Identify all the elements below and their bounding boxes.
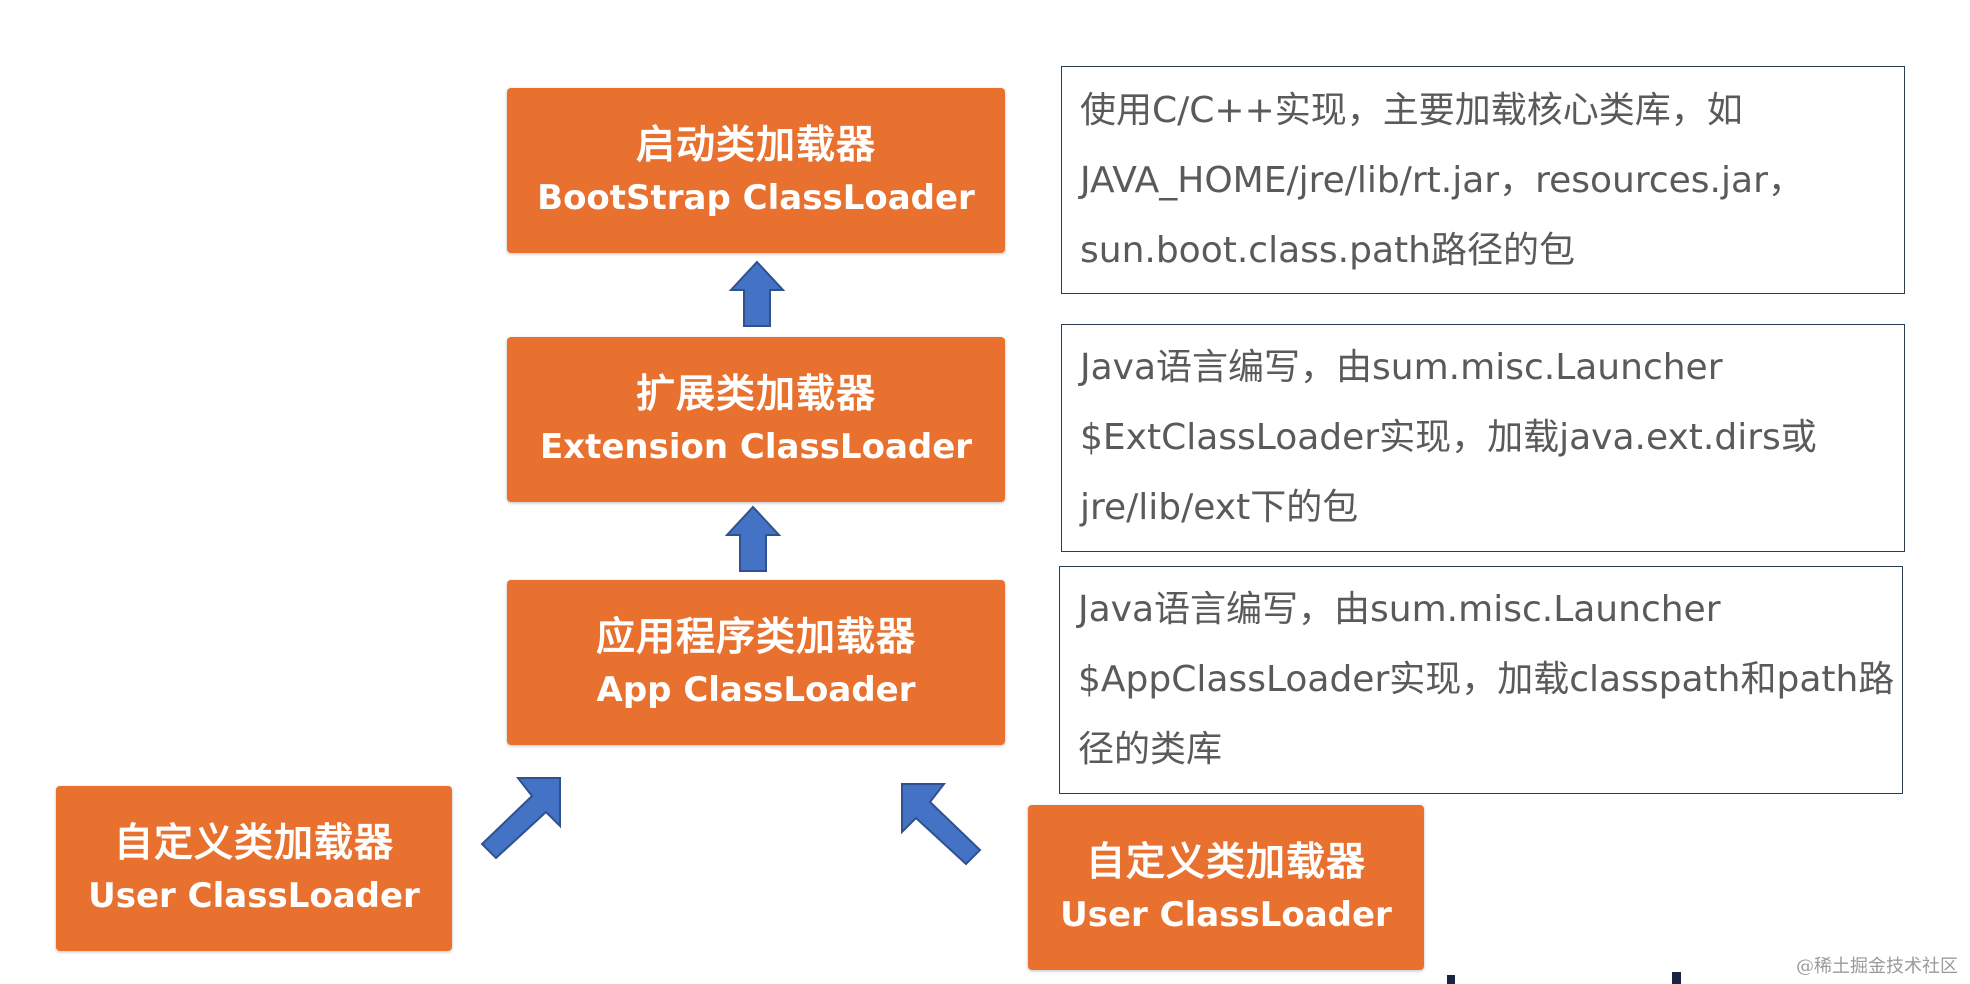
extension-en-label: Extension ClassLoader: [539, 427, 973, 468]
bootstrap-en-label: BootStrap ClassLoader: [537, 178, 975, 219]
arrow-diagonal-user-left-to-app-icon: [480, 777, 561, 860]
app-description: Java语言编写，由sum.misc.Launcher $AppClassLoa…: [1059, 566, 1903, 794]
bootstrap-classloader-box: 启动类加载器 BootStrap ClassLoader: [507, 88, 1005, 253]
app-classloader-box: 应用程序类加载器 App ClassLoader: [507, 580, 1005, 745]
extension-zh-label: 扩展类加载器: [635, 371, 876, 417]
user-classloader-right-box: 自定义类加载器 User ClassLoader: [1028, 805, 1424, 970]
app-zh-label: 应用程序类加载器: [595, 614, 916, 660]
app-desc-line: Java语言编写，由sum.misc.Launcher: [1078, 589, 1721, 630]
arrow-diagonal-user-right-to-app-icon: [901, 783, 982, 866]
app-desc-line: $AppClassLoader实现，加载classpath和path路: [1078, 659, 1895, 700]
extension-classloader-box: 扩展类加载器 Extension ClassLoader: [507, 337, 1005, 502]
bootstrap-zh-label: 启动类加载器: [635, 122, 876, 168]
bootstrap-description: 使用C/C++实现，主要加载核心类库，如 JAVA_HOME/jre/lib/r…: [1061, 66, 1905, 294]
user-right-zh-label: 自定义类加载器: [1085, 839, 1366, 885]
bootstrap-desc-line: sun.boot.class.path路径的包: [1080, 230, 1575, 271]
user-classloader-left-box: 自定义类加载器 User ClassLoader: [56, 786, 452, 951]
user-left-en-label: User ClassLoader: [88, 876, 420, 917]
extension-desc-line: jre/lib/ext下的包: [1080, 487, 1359, 528]
arrow-up-extension-to-bootstrap-icon: [728, 260, 786, 327]
arrow-up-app-to-extension-icon: [724, 505, 782, 572]
app-desc-line: 径的类库: [1078, 729, 1223, 770]
user-right-en-label: User ClassLoader: [1060, 895, 1392, 936]
extension-desc-line: Java语言编写，由sum.misc.Launcher: [1080, 347, 1723, 388]
bootstrap-desc-line: 使用C/C++实现，主要加载核心类库，如: [1080, 90, 1743, 131]
bootstrap-desc-line: JAVA_HOME/jre/lib/rt.jar，resources.jar，: [1080, 160, 1804, 201]
bottom-edge-mark: [1447, 975, 1455, 984]
watermark: @稀土掘金技术社区: [1796, 956, 1958, 977]
app-en-label: App ClassLoader: [596, 670, 916, 711]
extension-desc-line: $ExtClassLoader实现，加载java.ext.dirs或: [1080, 417, 1817, 458]
user-left-zh-label: 自定义类加载器: [113, 820, 394, 866]
bottom-edge-mark: [1672, 972, 1681, 984]
extension-description: Java语言编写，由sum.misc.Launcher $ExtClassLoa…: [1061, 324, 1905, 552]
